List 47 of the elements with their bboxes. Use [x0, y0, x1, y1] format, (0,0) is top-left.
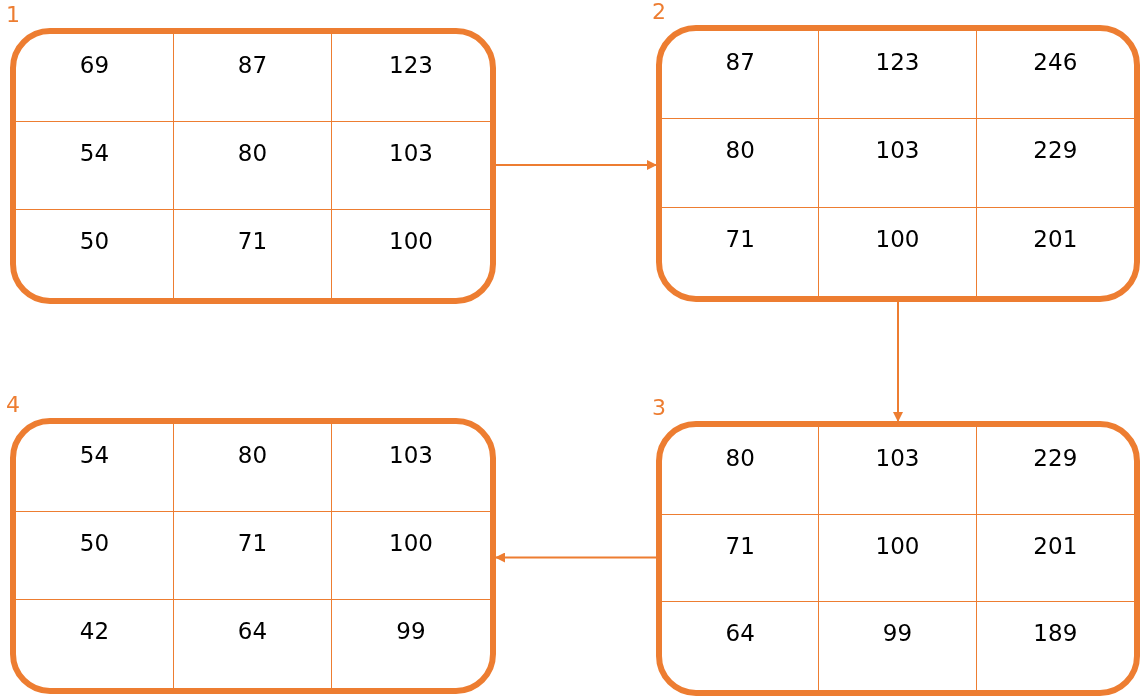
- value-text: 100: [388, 228, 434, 254]
- arrow: [495, 160, 657, 170]
- value-text: 201: [1032, 532, 1079, 559]
- value-text: 71: [236, 228, 269, 254]
- step-number: 4: [6, 392, 20, 417]
- value-text: 71: [724, 532, 756, 559]
- value-text: 103: [874, 445, 921, 471]
- value-text: 100: [874, 225, 921, 252]
- value-text: 64: [236, 618, 269, 644]
- value-text: 123: [874, 49, 921, 75]
- value-text: 229: [1032, 445, 1079, 471]
- value-text: 50: [78, 228, 111, 254]
- value-text: 87: [724, 49, 756, 75]
- table-box: [10, 28, 496, 304]
- arrow: [893, 301, 903, 422]
- arrow: [495, 552, 657, 563]
- value-text: 99: [395, 618, 427, 644]
- value-text: 80: [724, 445, 756, 471]
- value-text: 80: [236, 140, 269, 166]
- value-text: 246: [1032, 49, 1079, 75]
- value-text: 100: [388, 530, 434, 556]
- table-box: [656, 25, 1140, 302]
- value-text: 103: [874, 137, 921, 164]
- value-text: 54: [78, 140, 111, 166]
- step-number: 3: [652, 395, 666, 420]
- value-text: 50: [78, 530, 111, 556]
- value-text: 100: [874, 532, 921, 559]
- step-number: 1: [6, 2, 20, 27]
- value-text: 71: [724, 225, 756, 252]
- value-text: 103: [388, 442, 434, 468]
- value-text: 229: [1032, 137, 1079, 164]
- value-text: 54: [78, 442, 111, 468]
- value-text: 69: [78, 52, 111, 78]
- value-text: 201: [1032, 225, 1079, 252]
- step-number: 2: [652, 0, 666, 24]
- value-text: 189: [1032, 620, 1079, 647]
- value-text: 80: [236, 442, 269, 468]
- value-text: 99: [881, 620, 914, 647]
- table-box: [10, 418, 496, 694]
- value-text: 123: [388, 52, 434, 78]
- value-text: 64: [724, 620, 756, 647]
- value-text: 103: [388, 140, 434, 166]
- value-text: 87: [236, 52, 269, 78]
- value-text: 42: [78, 618, 111, 644]
- table-box: [656, 421, 1140, 696]
- value-text: 71: [236, 530, 269, 556]
- value-text: 80: [724, 137, 756, 164]
